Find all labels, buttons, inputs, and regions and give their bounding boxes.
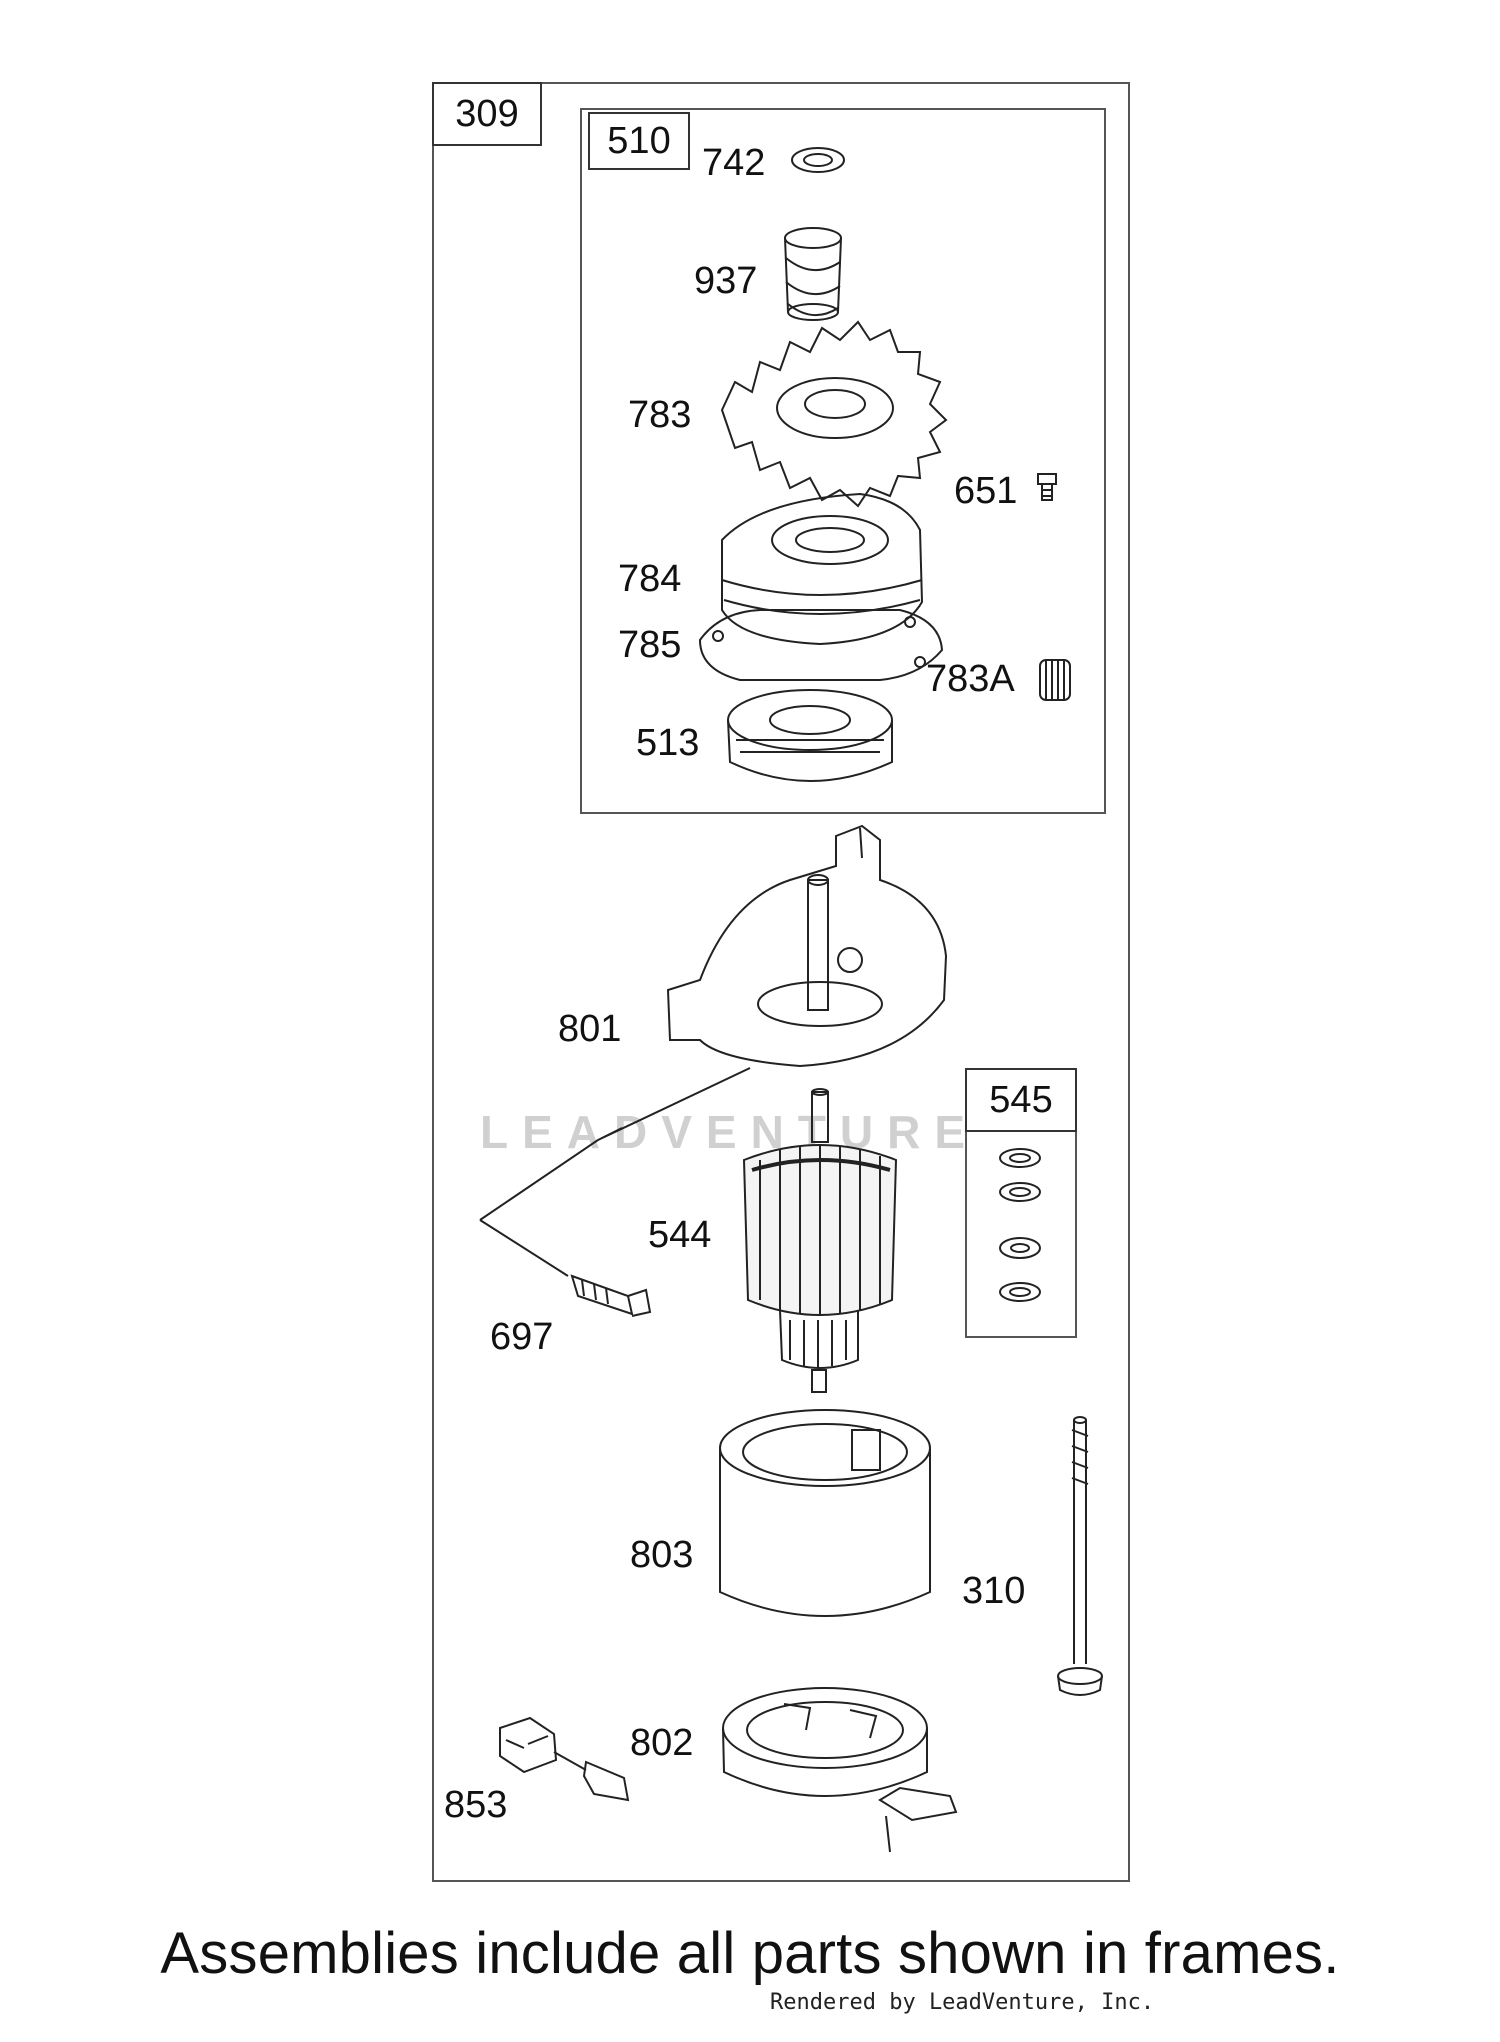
clutch-513-drawing — [728, 690, 892, 781]
part-label-697: 697 — [490, 1316, 554, 1358]
gasket-785-drawing — [700, 610, 942, 680]
housing-784-drawing — [722, 494, 922, 644]
assemblies-note: Assemblies include all parts shown in fr… — [160, 1921, 1340, 1986]
part-label-513: 513 — [636, 722, 700, 764]
part-label-937: 937 — [694, 260, 758, 302]
render-credit: Rendered by LeadVenture, Inc. — [770, 1990, 1155, 2015]
armature-544-drawing — [744, 1089, 896, 1392]
assembly-frame-309 — [432, 82, 1130, 1882]
part-label-544: 544 — [648, 1214, 712, 1256]
part-label-310: 310 — [962, 1570, 1026, 1612]
part-label-803: 803 — [630, 1534, 694, 1576]
end-cap-801-drawing — [668, 826, 946, 1066]
gear-783-drawing — [722, 322, 946, 506]
assembly-frame-510 — [580, 108, 1106, 814]
motor-housing-803-drawing — [720, 1410, 930, 1616]
connector-853-drawing — [500, 1718, 628, 1800]
part-label-651: 651 — [954, 470, 1018, 512]
part-label-783: 783 — [628, 394, 692, 436]
part-label-742: 742 — [702, 142, 766, 184]
frame-tag-510: 510 — [588, 112, 690, 170]
screw-697-drawing — [480, 1068, 750, 1316]
through-bolt-310-drawing — [1058, 1417, 1102, 1695]
part-label-783a: 783A — [926, 658, 1015, 700]
brush-holder-802-drawing — [723, 1688, 956, 1852]
screw-651-drawing — [1038, 474, 1056, 500]
leadventure-watermark: LEADVENTURE — [480, 1106, 980, 1158]
part-label-853: 853 — [444, 1784, 508, 1826]
pinion-783a-drawing — [1040, 660, 1070, 700]
retaining-ring-742-drawing — [792, 148, 844, 172]
part-label-784: 784 — [618, 558, 682, 600]
frame-tag-309: 309 — [432, 82, 542, 146]
spring-937-drawing — [785, 228, 841, 320]
part-label-801: 801 — [558, 1008, 622, 1050]
part-label-785: 785 — [618, 624, 682, 666]
washers-545-drawing — [1000, 1149, 1040, 1301]
frame-tag-545: 545 — [965, 1068, 1077, 1132]
part-label-802: 802 — [630, 1722, 694, 1764]
